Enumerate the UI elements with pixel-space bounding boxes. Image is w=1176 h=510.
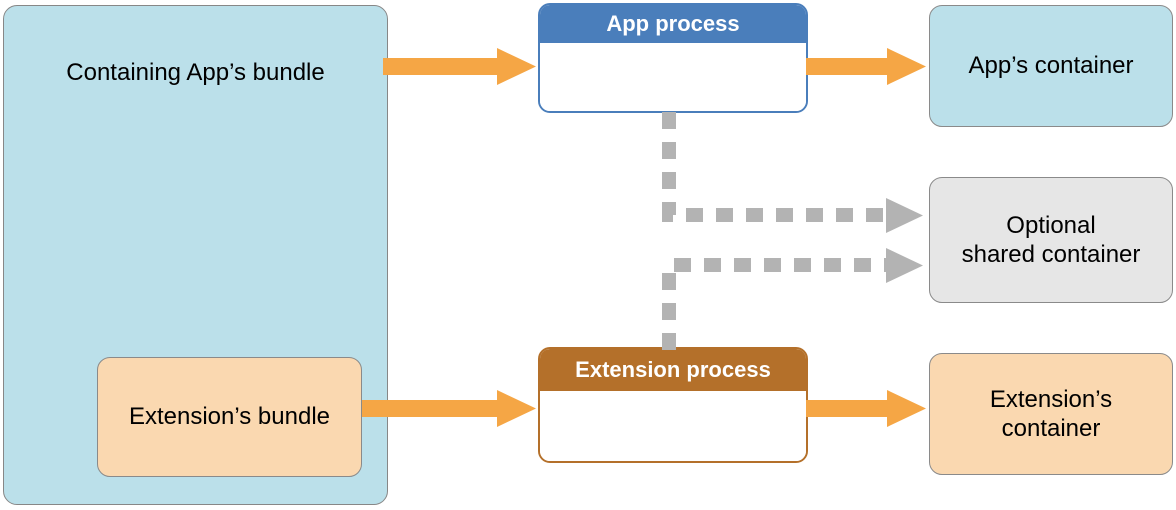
node-app-process-header: App process [540,5,806,43]
node-extension-container-line2: container [1001,415,1101,442]
node-app-process-body [540,43,806,111]
node-shared-container: Optional shared container [929,177,1173,303]
arrow-app-process-to-app-container [806,48,926,85]
node-shared-container-label: Optional shared container [962,211,1141,270]
node-shared-container-line2: shared container [961,241,1141,268]
node-shared-container-line1: Optional [1006,211,1096,239]
arrow-bundle-to-app-process [383,48,536,85]
node-extension-bundle: Extension’s bundle [97,357,362,477]
node-extension-process-body [540,391,806,461]
node-app-container-label: App’s container [968,52,1134,80]
node-extension-container-line1: Extension’s [989,385,1113,413]
node-extension-process-label: Extension process [575,357,771,382]
node-containing-app-bundle-label: Containing App’s bundle [66,59,325,86]
arrow-extension-bundle-to-extension-process [362,390,536,427]
node-app-process-label: App process [606,11,740,36]
node-extension-container-label: Extension’s container [990,385,1112,444]
node-extension-process-header: Extension process [540,349,806,391]
node-extension-bundle-label: Extension’s bundle [128,403,331,431]
arrow-app-process-to-shared-container [662,112,923,233]
node-app-process: App process [538,3,808,113]
node-app-container: App’s container [929,5,1173,127]
arrow-extension-process-to-extension-container [806,390,926,427]
arrow-extension-process-to-shared-container [662,248,923,350]
node-extension-container: Extension’s container [929,353,1173,475]
node-extension-process: Extension process [538,347,808,463]
